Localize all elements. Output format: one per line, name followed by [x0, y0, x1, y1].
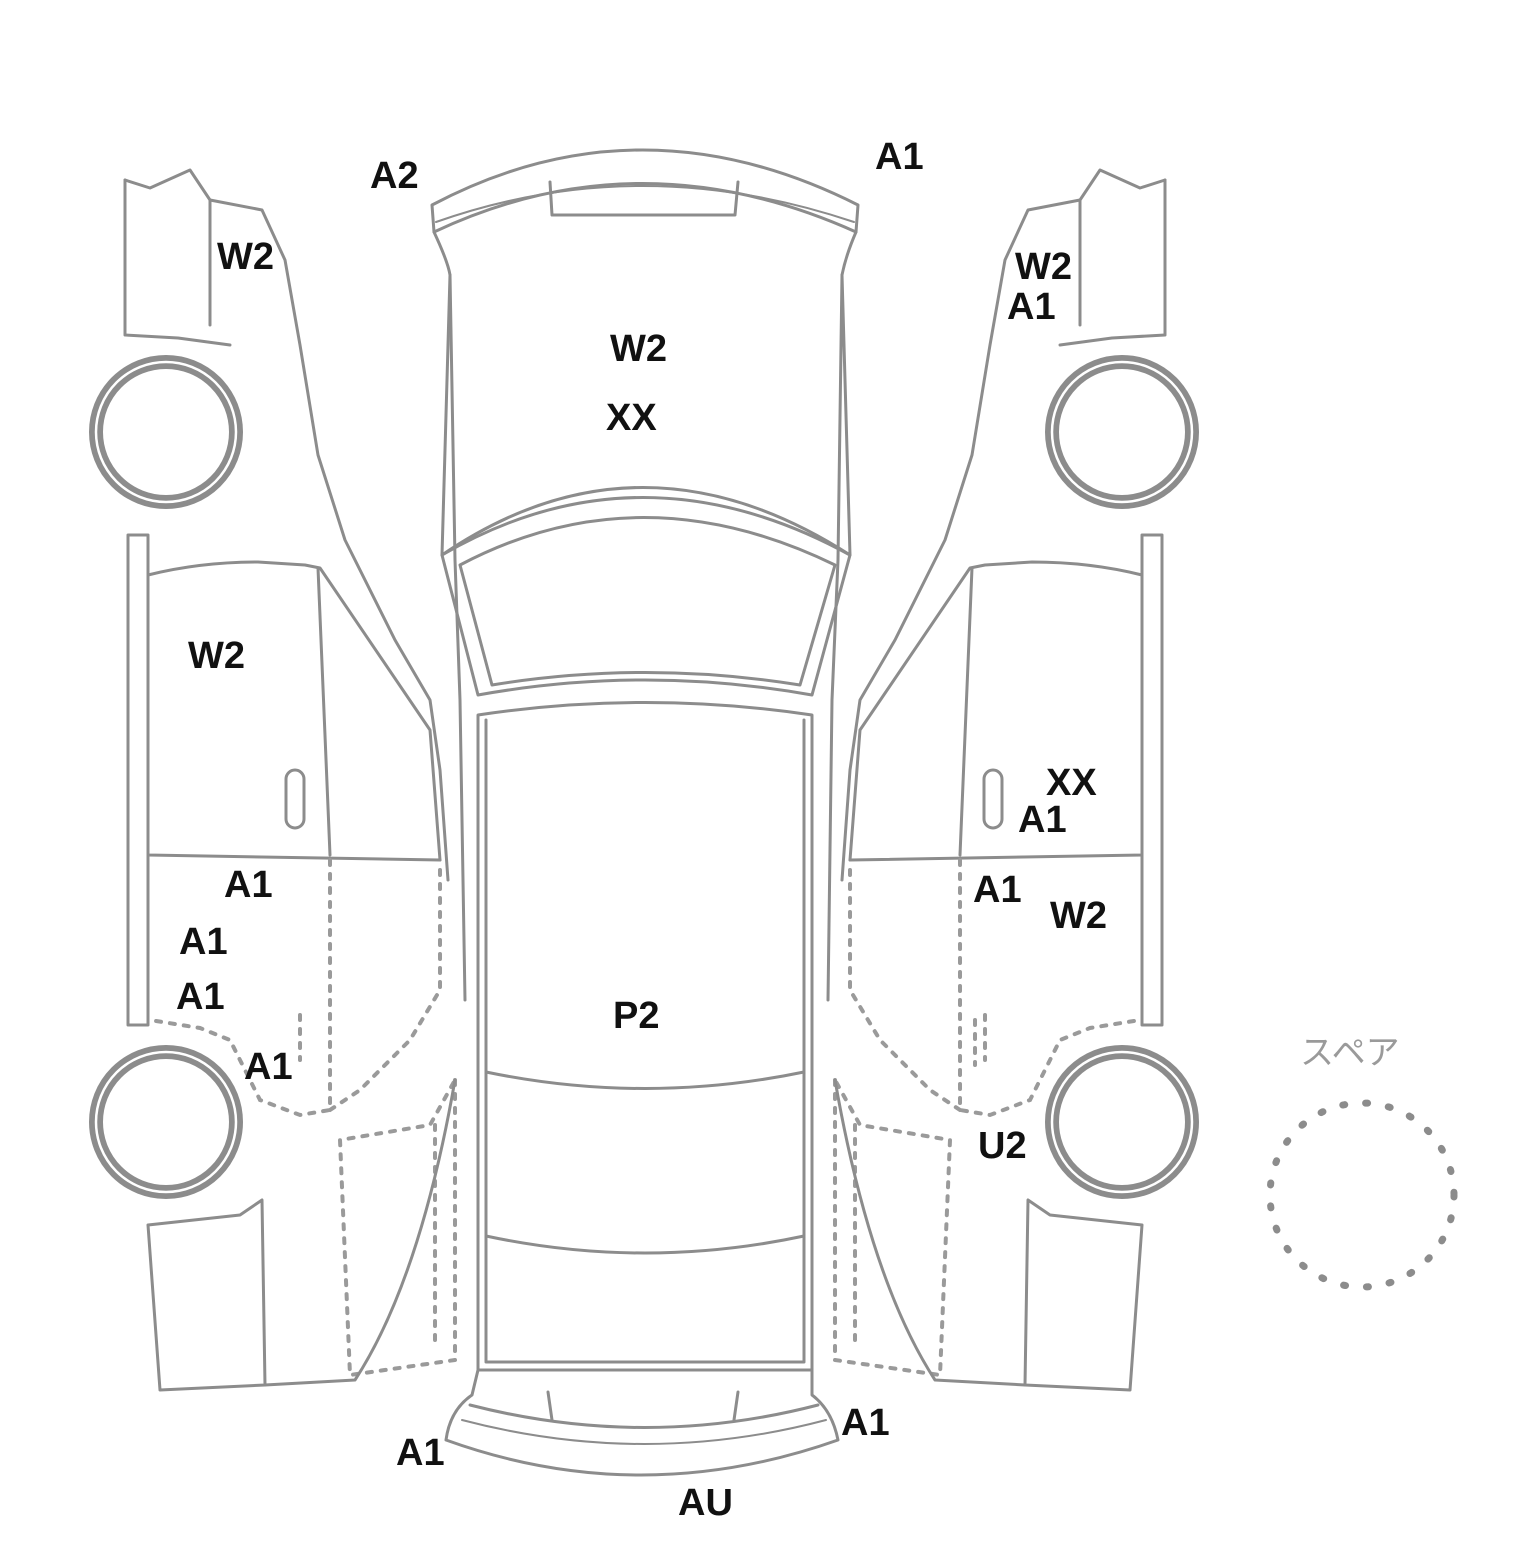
right-door-handle: [982, 768, 1004, 830]
mark-left-rear-fender: A1: [244, 1046, 293, 1088]
mark-roof: P2: [613, 995, 660, 1037]
mark-rear-bumper-right: A1: [841, 1402, 890, 1444]
mark-left-rear-door-1: A1: [224, 864, 273, 906]
mark-right-front-fender-1: W2: [1015, 246, 1072, 288]
mark-right-front-door-1: XX: [1046, 762, 1097, 804]
hood: [432, 230, 858, 557]
mark-left-rear-door-3: A1: [176, 976, 225, 1018]
right-front-fender: [840, 168, 1167, 882]
front-bumper: [430, 148, 860, 234]
mark-right-rear-wheel: U2: [978, 1125, 1027, 1167]
spare-tire-label: スペア: [1300, 1033, 1400, 1073]
left-side-view: [89, 168, 457, 1392]
mark-left-rear-door-2: A1: [179, 921, 228, 963]
mark-rear-bumper-left: A1: [396, 1432, 445, 1474]
right-front-door: [848, 560, 1144, 862]
mark-hood-2: XX: [606, 397, 657, 439]
left-rear-fender-outline: [337, 1078, 457, 1378]
roof: [476, 701, 814, 1372]
top-view: [430, 148, 860, 1477]
mark-front-bumper-right: A1: [875, 136, 924, 178]
mark-front-bumper-left: A2: [370, 155, 419, 197]
rear-bumper: [444, 1368, 840, 1477]
mark-right-rear-door-2: W2: [1050, 895, 1107, 937]
mark-right-front-door-2: A1: [1018, 799, 1067, 841]
mark-right-rear-door-1: A1: [973, 869, 1022, 911]
mark-rear-bumper-center: AU: [678, 1482, 733, 1524]
right-rear-fender-outline: [833, 1078, 953, 1378]
left-door-handle: [284, 768, 306, 830]
right-side-view: [833, 168, 1199, 1392]
mark-left-front-fender: W2: [217, 236, 274, 278]
left-front-door: [146, 560, 442, 862]
mark-left-front-door: W2: [188, 635, 245, 677]
mark-hood-1: W2: [610, 328, 667, 370]
windshield: [440, 496, 852, 697]
mark-right-front-fender-2: A1: [1007, 286, 1056, 328]
left-front-fender: [123, 168, 450, 882]
spare-tire-circle: [1266, 1099, 1458, 1291]
